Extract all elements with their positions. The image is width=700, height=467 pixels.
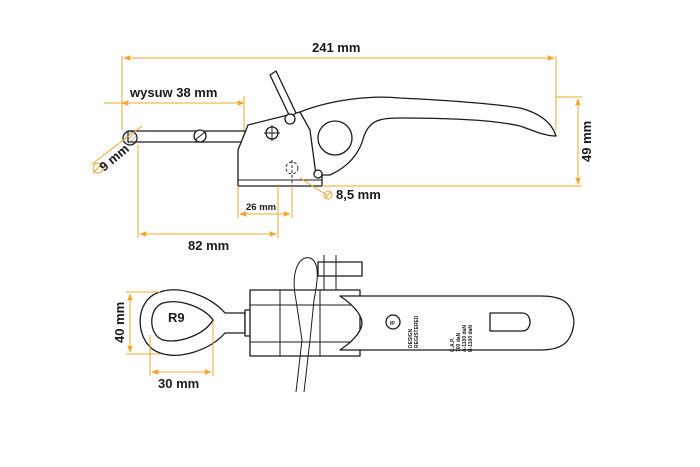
- dim-stroke: wysuw 38 mm: [129, 85, 217, 100]
- dim-eye-width: 40 mm: [112, 302, 127, 343]
- dim-eye-radius: R9: [168, 310, 185, 325]
- dimensions: 241 mm wysuw 38 mm 9 mm 49 mm 8,5 mm 26 …: [91, 40, 594, 391]
- emboss-rating-3: B-1100 daN: [468, 325, 474, 352]
- emboss-design: DESIGN: [408, 328, 414, 348]
- rod-end: [122, 130, 138, 146]
- handle: [299, 96, 557, 176]
- dim-total-length: 241 mm: [312, 40, 360, 55]
- dim-hole: 8,5 mm: [336, 187, 381, 202]
- emboss-rating-2: A-1100 daN: [462, 325, 468, 352]
- base-plate: [249, 289, 361, 357]
- emboss-rating-1: 700 daN: [456, 332, 462, 352]
- dim-pin-diameter: 9 mm: [96, 141, 132, 174]
- logo-emblem: [385, 314, 401, 330]
- emboss-cap: C.A.P.: [450, 337, 456, 352]
- safety-wire: [293, 257, 318, 393]
- handle-top: [339, 295, 575, 351]
- svg-text:IP: IP: [390, 321, 395, 327]
- safety-catch: [269, 70, 297, 118]
- emboss-registered: REGISTERED: [414, 315, 420, 348]
- top-view: IP DESIGN REGISTERED C.A.P. 700 daN A-11…: [139, 255, 575, 393]
- dim-reach: 82 mm: [188, 238, 229, 253]
- handle-hole: [317, 120, 353, 156]
- dim-height: 49 mm: [579, 121, 594, 162]
- dim-hole-spacing: 26 mm: [246, 202, 276, 213]
- dim-eye-length: 30 mm: [158, 376, 199, 391]
- push-rod: [127, 130, 247, 143]
